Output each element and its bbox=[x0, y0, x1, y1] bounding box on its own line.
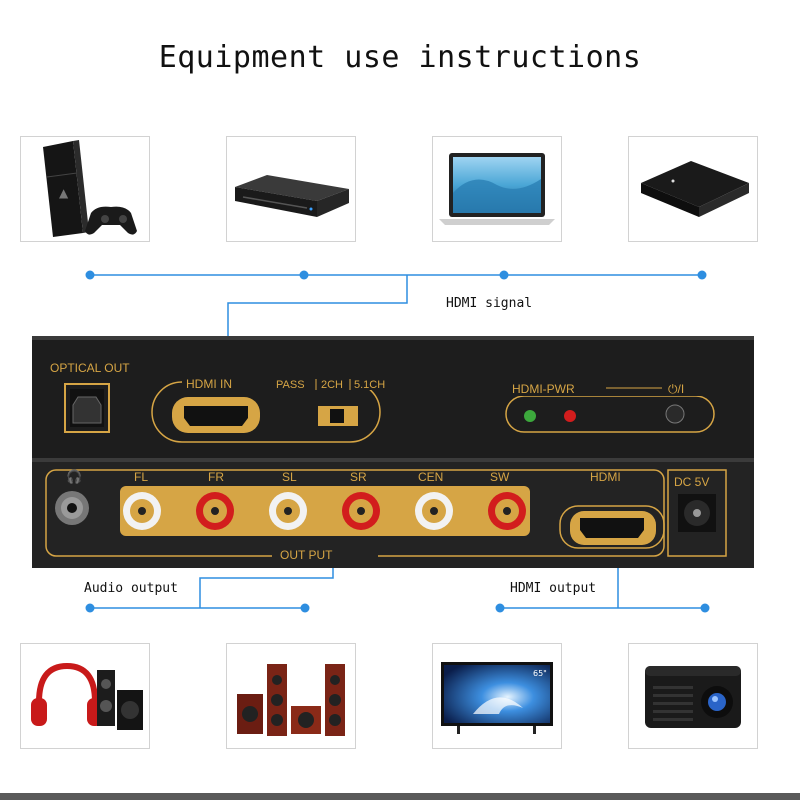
output-headphones-speakers bbox=[20, 643, 150, 749]
hdmi-in-port[interactable] bbox=[184, 406, 248, 426]
red-led bbox=[564, 410, 576, 422]
power-symbol-label: ⏻/I bbox=[668, 382, 684, 396]
rca-fr-port[interactable] bbox=[196, 492, 234, 530]
audio-extractor-device: OPTICAL OUT HDMI IN PASS 2CH 5.1CH HDMI-… bbox=[32, 336, 754, 576]
output-label: OUT PUT bbox=[280, 548, 333, 562]
television-icon: 65" bbox=[441, 662, 553, 734]
output-home-theater bbox=[226, 643, 356, 749]
hdmi-output-caption: HDMI output bbox=[510, 581, 597, 596]
cen-label: CEN bbox=[418, 470, 443, 484]
rca-sr-port[interactable] bbox=[342, 492, 380, 530]
audio-output-caption: Audio output bbox=[84, 581, 178, 596]
page-title: Equipment use instructions bbox=[158, 40, 642, 75]
output-television: 65" bbox=[432, 643, 562, 749]
laptop-icon bbox=[439, 153, 555, 225]
hdmi-out-port[interactable] bbox=[580, 518, 644, 538]
sl-label: SL bbox=[282, 470, 297, 484]
power-button[interactable] bbox=[665, 404, 685, 424]
hdmi-pwr-label: HDMI-PWR bbox=[512, 382, 575, 396]
rca-sw-port[interactable] bbox=[488, 492, 526, 530]
fl-label: FL bbox=[134, 470, 148, 484]
channel-switch[interactable] bbox=[330, 409, 344, 423]
headphone-jack[interactable] bbox=[67, 503, 77, 513]
svg-text:▲: ▲ bbox=[59, 186, 69, 200]
51ch-label: 5.1CH bbox=[354, 379, 385, 391]
rca-fl-port[interactable] bbox=[123, 492, 161, 530]
rca-sl-port[interactable] bbox=[269, 492, 307, 530]
optical-out-label: OPTICAL OUT bbox=[50, 361, 130, 375]
home-theater-speakers-icon bbox=[237, 664, 345, 736]
sw-label: SW bbox=[490, 470, 510, 484]
hdmi-out-label: HDMI bbox=[590, 470, 621, 484]
pass-label: PASS bbox=[276, 379, 305, 391]
headphone-icon: 🎧 bbox=[66, 469, 82, 485]
rca-cen-port[interactable] bbox=[415, 492, 453, 530]
output-projector bbox=[628, 643, 758, 749]
source-game-console: ▲ bbox=[20, 136, 150, 242]
green-led bbox=[524, 410, 536, 422]
sr-label: SR bbox=[350, 470, 367, 484]
projector-icon bbox=[645, 666, 741, 728]
hdmi-signal-caption: HDMI signal bbox=[446, 296, 533, 311]
tv-box-icon bbox=[641, 161, 749, 217]
source-tv-box bbox=[628, 136, 758, 242]
dc5v-label: DC 5V bbox=[674, 475, 709, 489]
source-blu-ray-player bbox=[226, 136, 356, 242]
fr-label: FR bbox=[208, 470, 224, 484]
hdmi-in-label: HDMI IN bbox=[186, 377, 232, 391]
2ch-label: 2CH bbox=[321, 379, 343, 391]
blu-ray-player-icon bbox=[235, 175, 349, 217]
tv-size-label: 65" bbox=[533, 669, 547, 678]
bottom-divider bbox=[0, 793, 800, 800]
headphones-speakers-icon bbox=[31, 662, 143, 730]
game-console-icon: ▲ bbox=[43, 140, 137, 237]
source-laptop bbox=[432, 136, 562, 242]
